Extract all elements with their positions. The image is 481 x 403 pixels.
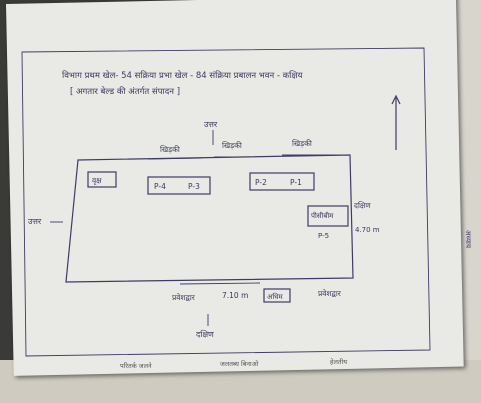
right-box-sub: P-5 [318, 232, 329, 240]
tree-box [87, 171, 117, 188]
window-label-3: खिड़की [292, 139, 313, 148]
tree-label: वृक्ष [92, 176, 102, 186]
compass-north: उत्तर [204, 120, 218, 129]
entrance-label: प्रवेशद्वार [172, 293, 196, 302]
header-line-2: [ अगतार बेल्ड की अंतर्गत संपादन ] [70, 86, 180, 97]
footer-text-1: परितर्क जलने [120, 362, 152, 370]
footer-text-2: जलतब्ध बिनाओ [220, 360, 259, 368]
centre-box [263, 288, 291, 303]
north-arrow-head [391, 94, 401, 105]
right-box [307, 205, 349, 227]
window-1-line [147, 157, 203, 160]
window-label-2: खिड़की [222, 141, 243, 150]
group-a-box [147, 176, 211, 195]
group-b-p1: P-2 [255, 178, 267, 187]
right-side-label: दक्षिण [354, 201, 371, 210]
room-outline [65, 154, 354, 283]
exit-label: प्रवेशद्वार [318, 289, 342, 298]
right-box-label: पीसीबीम [311, 211, 334, 220]
group-a-p1: P-4 [154, 182, 166, 191]
side-entry-label: उत्तर [28, 217, 42, 226]
compass-south: दक्षिण [196, 329, 214, 339]
side-dimension: 4.70 m [355, 226, 380, 234]
footer-text-3: हेलतीय [330, 358, 347, 366]
centre-label: अधिम [267, 292, 283, 301]
bottom-dimension-line [179, 282, 261, 285]
group-a-p2: P-3 [188, 182, 200, 191]
group-b-p2: P-1 [290, 178, 302, 187]
window-label-1: खिड़की [160, 145, 181, 154]
margin-text: अध्याय [464, 230, 472, 249]
group-b-box [249, 172, 315, 191]
page-border [21, 47, 431, 357]
header-line-1: विभाग प्रथम खेल- 54 सक्रिया प्रभा खेल - … [62, 70, 303, 81]
bottom-dimension: 7.10 m [222, 291, 248, 300]
